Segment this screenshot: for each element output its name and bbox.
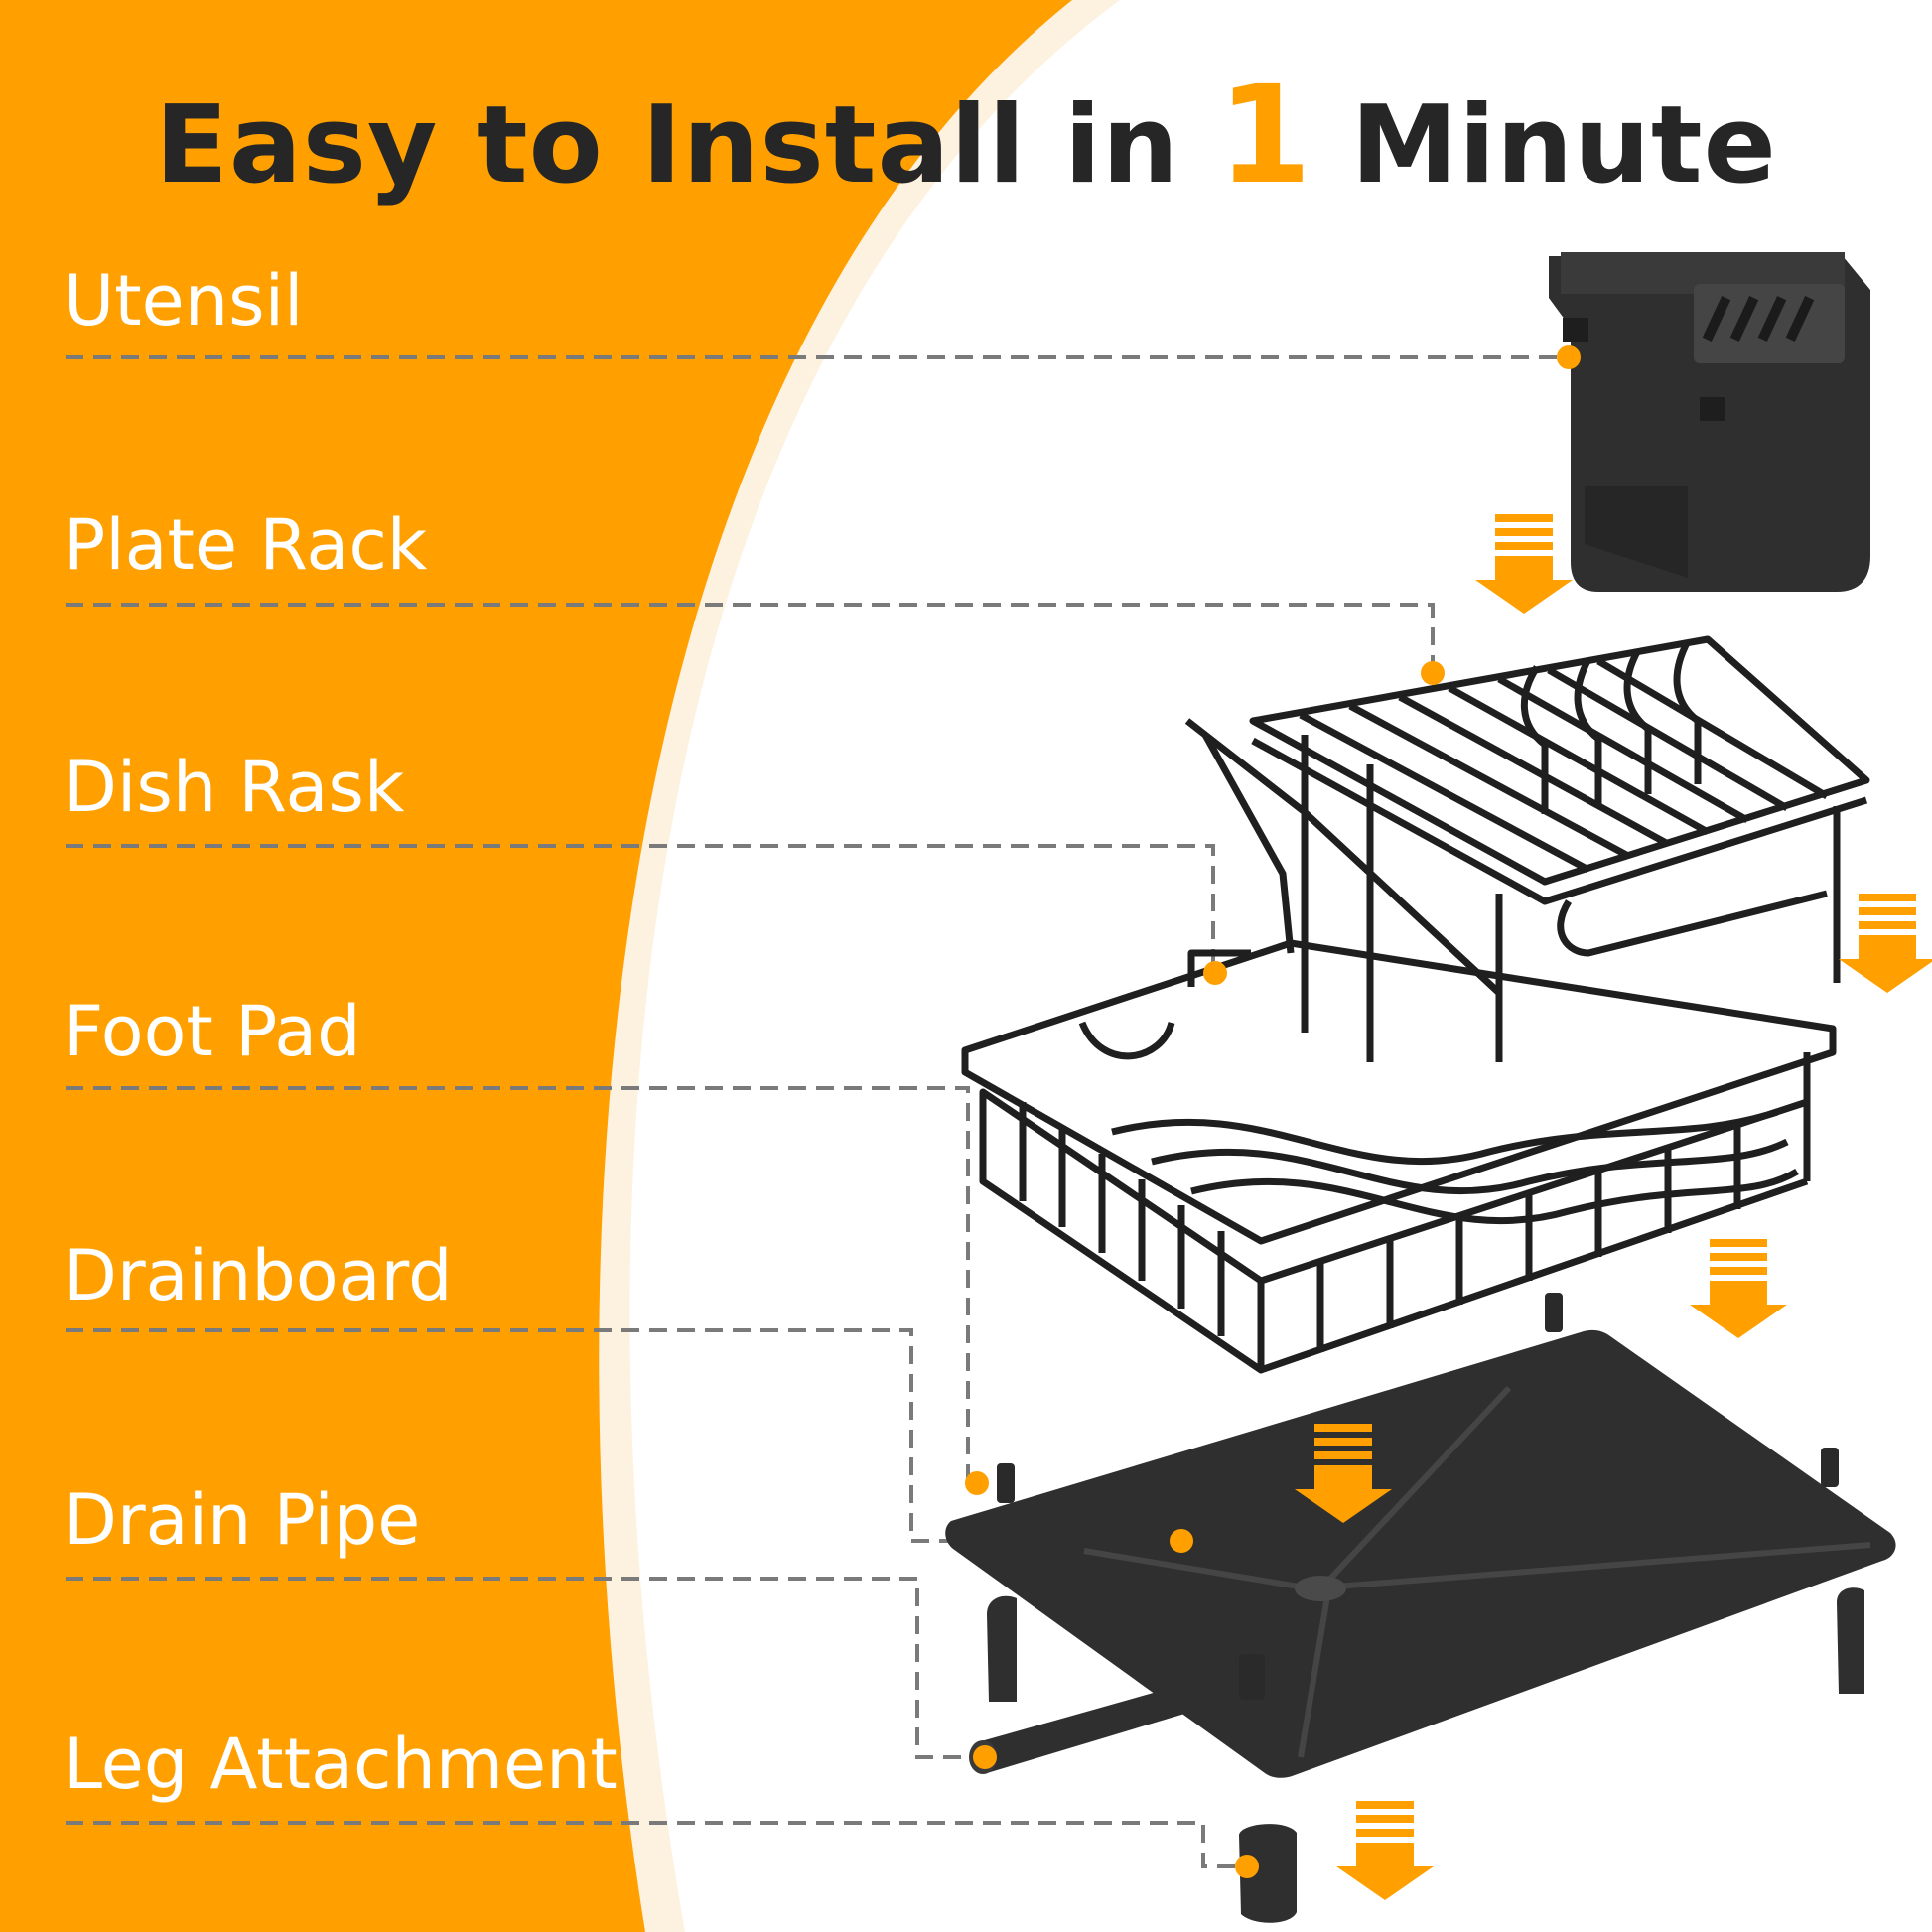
dot-utensil bbox=[1557, 345, 1581, 369]
headline-number: 1 bbox=[1217, 58, 1313, 214]
headline: Easy to Install in 1 Minute bbox=[0, 58, 1932, 214]
dish-rack bbox=[961, 939, 1837, 1374]
leader-foot-pad bbox=[66, 1086, 970, 1479]
down-arrow-icon bbox=[1690, 1239, 1787, 1338]
headline-before: Easy to Install in bbox=[155, 83, 1179, 207]
utensil-holder bbox=[1549, 252, 1870, 592]
down-arrow-icon bbox=[1336, 1801, 1434, 1900]
leader-dish-rask bbox=[66, 844, 1215, 973]
dot-plate-rack bbox=[1421, 661, 1445, 685]
dot-foot-pad bbox=[965, 1471, 989, 1495]
dot-leg-attachment bbox=[1235, 1855, 1259, 1878]
orange-region bbox=[0, 0, 1072, 1932]
leader-drain-pipe bbox=[66, 1577, 983, 1759]
headline-after: Minute bbox=[1350, 83, 1777, 207]
leader-drainboard bbox=[66, 1328, 1181, 1543]
down-arrow-icon bbox=[1839, 894, 1932, 993]
label-drain-pipe: Drain Pipe bbox=[64, 1479, 421, 1561]
down-arrow-icon bbox=[1475, 514, 1573, 614]
dot-drain-pipe bbox=[973, 1745, 997, 1769]
label-plate-rack: Plate Rack bbox=[64, 504, 428, 586]
legs bbox=[987, 1587, 1864, 1923]
label-leg-attachment: Leg Attachment bbox=[64, 1724, 618, 1805]
label-dish-rask: Dish Rask bbox=[64, 747, 405, 828]
dot-drainboard bbox=[1170, 1529, 1193, 1553]
dot-dish-rask bbox=[1203, 961, 1227, 985]
leader-plate-rack bbox=[66, 603, 1435, 673]
down-arrow-icon bbox=[1295, 1424, 1392, 1523]
label-drainboard: Drainboard bbox=[64, 1235, 453, 1316]
leg-attachment-part bbox=[1239, 1824, 1297, 1923]
drainboard bbox=[945, 1293, 1896, 1778]
plate-rack bbox=[1184, 635, 1870, 1062]
label-utensil: Utensil bbox=[64, 260, 304, 342]
label-foot-pad: Foot Pad bbox=[64, 991, 361, 1072]
leader-leg-attachment bbox=[66, 1821, 1239, 1868]
